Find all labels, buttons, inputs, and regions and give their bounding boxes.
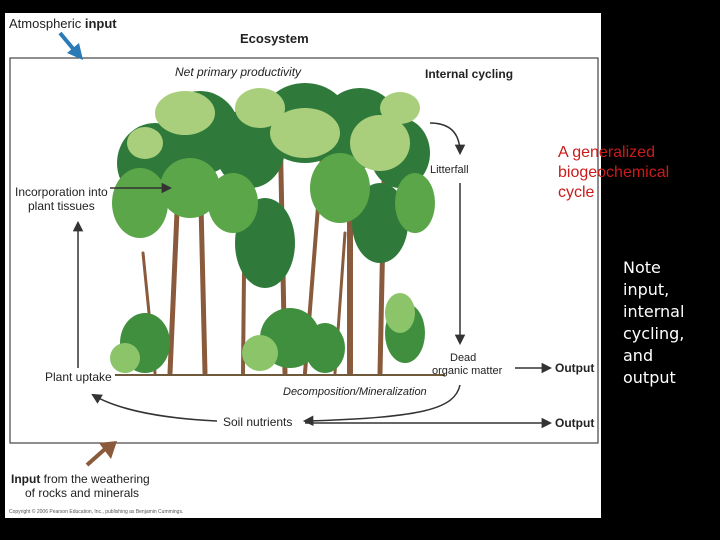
weathering-input-label-line2: of rocks and minerals — [25, 486, 139, 500]
weathering-input-arrow-icon — [85, 441, 117, 467]
decomposition-label: Decomposition/Mineralization — [283, 386, 427, 398]
net-primary-productivity-label: Net primary productivity — [175, 65, 302, 79]
side-note: Note input, internal cycling, and output — [623, 258, 685, 387]
output-label-lower: Output — [555, 416, 594, 430]
plant-uptake-label: Plant uptake — [45, 370, 112, 384]
internal-cycling-arrow — [429, 122, 466, 156]
forest-illustration — [110, 83, 445, 376]
plant-uptake-arrow — [91, 393, 218, 422]
output-label-upper: Output — [555, 361, 594, 375]
diagram-caption: A generalized biogeochemical cycle — [558, 144, 670, 201]
ecosystem-title: Ecosystem — [240, 31, 309, 46]
decomposition-arrow — [302, 384, 461, 427]
incorporation-label: Incorporation into plant tissues — [15, 185, 111, 213]
litterfall-label: Litterfall — [430, 164, 469, 176]
atmospheric-input-label: Atmospheric input — [9, 16, 117, 31]
dead-organic-matter-label: Dead organic matter — [432, 352, 503, 377]
internal-cycling-label: Internal cycling — [425, 67, 513, 81]
copyright-text: Copyright © 2006 Pearson Education, Inc.… — [9, 508, 183, 515]
atmospheric-input-arrow-icon — [58, 31, 83, 60]
weathering-input-label: Input from the weathering — [11, 472, 150, 486]
soil-nutrients-label: Soil nutrients — [223, 415, 292, 429]
diagram-panel: Atmospheric input Ecosystem Net primary … — [5, 13, 601, 518]
biogeochemical-cycle-diagram: Atmospheric input Ecosystem Net primary … — [9, 16, 599, 515]
